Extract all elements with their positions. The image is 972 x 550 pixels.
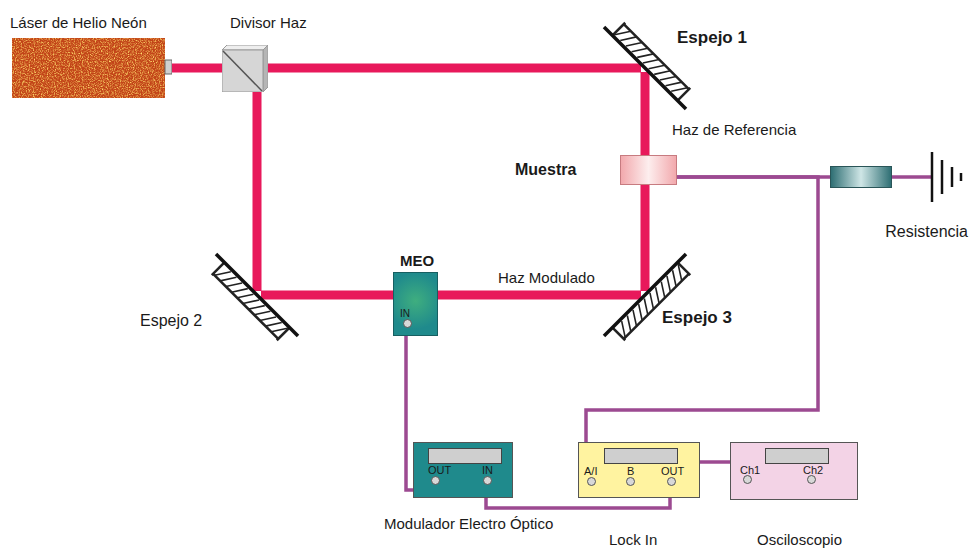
laser-source: Láser de Helio Neón <box>12 38 172 98</box>
pin-name: Ch2 <box>803 464 823 477</box>
ground-symbol <box>892 152 961 202</box>
pin-name: OUT <box>428 464 451 477</box>
laser-body <box>12 38 172 98</box>
laser-beam <box>641 185 650 291</box>
ground-bar <box>941 160 944 194</box>
laser-beam <box>641 72 650 155</box>
sample-box: Muestra <box>620 155 677 185</box>
display-screen <box>428 448 502 464</box>
pin-terminal <box>483 476 492 485</box>
component-label: MEO <box>400 252 434 269</box>
pin-terminal <box>626 477 635 486</box>
lock-in-amplifier: A/IBOUTLock In <box>578 442 700 498</box>
pin-name: OUT <box>661 465 684 478</box>
beam-splitter: Divisor Haz <box>222 45 268 92</box>
display-screen <box>765 448 829 464</box>
ground-bar <box>951 167 954 187</box>
component-label: Espejo 2 <box>140 312 202 330</box>
beam-label: Haz Modulado <box>498 269 595 286</box>
ground-bar <box>931 152 934 202</box>
mirror: Espejo 1 <box>641 64 649 72</box>
signal-wire <box>586 177 818 442</box>
mirror: Espejo 2 <box>253 291 261 299</box>
laser-beam <box>268 64 641 73</box>
pin-name: IN <box>400 308 410 320</box>
signal-wire <box>700 460 730 464</box>
pin-terminal <box>431 476 440 485</box>
instrument-label: Modulador Electro Óptico <box>384 515 553 532</box>
pin-terminal <box>587 477 596 486</box>
resistor-symbol: Resistencia <box>830 166 892 188</box>
beam-label: Haz de Referencia <box>672 121 796 138</box>
pin-name: B <box>627 465 634 478</box>
pin-name: IN <box>482 464 493 477</box>
signal-wire <box>486 498 670 508</box>
component-label: Muestra <box>515 161 576 179</box>
mirror-outline <box>575 0 715 138</box>
ground-wire <box>892 175 932 179</box>
laser-beam <box>172 64 222 73</box>
pin-terminal <box>807 475 816 484</box>
pin-name: A/I <box>584 465 597 478</box>
component-label: Resistencia <box>885 223 968 241</box>
oscilloscope: Ch1Ch2Osciloscopio <box>730 442 858 500</box>
mirror-outline <box>575 225 715 365</box>
pin-terminal <box>743 475 752 484</box>
mirror: Espejo 3 <box>641 291 649 299</box>
laser-beam <box>261 291 393 300</box>
modulator-unit: OUTINModulador Electro Óptico <box>413 442 513 498</box>
laser-beam <box>438 291 641 300</box>
signal-wire <box>406 336 413 490</box>
component-label: Espejo 1 <box>677 28 747 48</box>
laser-beam <box>253 92 262 291</box>
cube-outline <box>222 45 268 92</box>
electro-optic-modulator: MEOIN <box>393 272 438 336</box>
display-screen <box>604 448 678 464</box>
ground-bar <box>960 173 963 181</box>
pin-terminal <box>403 319 412 328</box>
component-label: Láser de Helio Neón <box>10 14 147 31</box>
mirror-outline <box>187 225 327 365</box>
instrument-label: Osciloscopio <box>757 531 842 548</box>
component-label: Divisor Haz <box>230 14 307 31</box>
instrument-label: Lock In <box>609 531 657 548</box>
pin-name: Ch1 <box>740 464 760 477</box>
pin-terminal <box>667 477 676 486</box>
component-label: Espejo 3 <box>662 308 732 328</box>
